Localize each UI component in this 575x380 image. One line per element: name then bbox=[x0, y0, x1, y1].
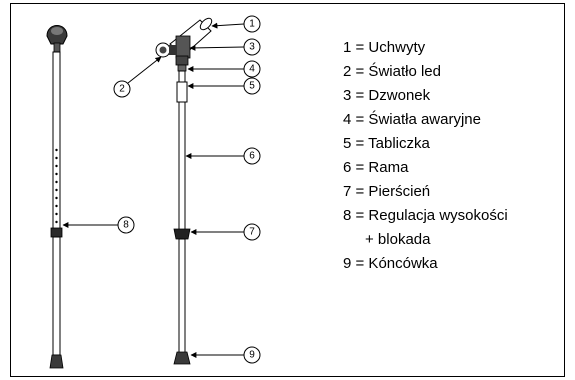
leader-3 bbox=[189, 44, 245, 51]
name-plate bbox=[176, 81, 188, 103]
side-handle bbox=[46, 25, 68, 54]
callout-number-1: 1 bbox=[249, 19, 255, 30]
callout-circle-5 bbox=[243, 77, 261, 95]
legend-item-9: 9 = Kóncówka bbox=[343, 255, 438, 272]
callout-numbers: 1 2 3 4 5 6 7 8 9 bbox=[119, 19, 255, 361]
crutch-front-view bbox=[155, 17, 213, 365]
callout-number-4: 4 bbox=[249, 64, 255, 75]
callout-circles bbox=[113, 15, 261, 364]
callout-circle-1 bbox=[243, 15, 261, 33]
leader-lines bbox=[62, 22, 245, 358]
callout-number-7: 7 bbox=[249, 227, 255, 238]
side-lock-clamp bbox=[50, 227, 63, 238]
callout-circle-4 bbox=[243, 60, 261, 78]
callout-circle-3 bbox=[243, 38, 261, 56]
callout-circle-6 bbox=[243, 147, 261, 165]
legend-item-7: 7 = Pierścień bbox=[343, 183, 431, 200]
legend-item-8: 8 = Regulacja wysokości bbox=[343, 207, 508, 224]
leader-1 bbox=[211, 22, 245, 29]
legend-item-6: 6 = Rama bbox=[343, 159, 409, 176]
parts-legend: 1 = Uchwyty 2 = Światło led 3 = Dzwonek … bbox=[343, 36, 508, 276]
figure-frame bbox=[10, 3, 565, 377]
hazard-lights bbox=[177, 64, 187, 72]
callout-number-2: 2 bbox=[119, 84, 125, 95]
callout-number-9: 9 bbox=[249, 350, 255, 361]
leader-2 bbox=[127, 56, 162, 84]
front-ring bbox=[173, 228, 191, 240]
callout-circle-2 bbox=[113, 80, 131, 98]
front-handle bbox=[155, 17, 213, 72]
callout-number-5: 5 bbox=[249, 81, 255, 92]
side-lower-shaft bbox=[52, 236, 61, 356]
side-adjustment-holes bbox=[55, 148, 58, 224]
legend-item-4: 4 = Światła awaryjne bbox=[343, 111, 481, 128]
callout-number-6: 6 bbox=[249, 151, 255, 162]
legend-item-1: 1 = Uchwyty bbox=[343, 39, 426, 56]
callout-circle-8 bbox=[117, 216, 135, 234]
callout-circle-9 bbox=[243, 346, 261, 364]
callout-number-8: 8 bbox=[123, 220, 129, 231]
legend-item-2: 2 = Światło led bbox=[343, 63, 441, 80]
bell bbox=[175, 55, 189, 66]
callout-number-3: 3 bbox=[249, 42, 255, 53]
crutch-side-view bbox=[46, 25, 68, 369]
legend-item-8-continuation: + blokada bbox=[365, 231, 431, 248]
front-rubber-tip bbox=[173, 351, 191, 365]
legend-item-3: 3 = Dzwonek bbox=[343, 87, 431, 104]
front-lower-shaft bbox=[178, 238, 186, 354]
legend-item-5: 5 = Tabliczka bbox=[343, 135, 430, 152]
callout-circle-7 bbox=[243, 223, 261, 241]
side-rubber-tip bbox=[49, 354, 64, 369]
